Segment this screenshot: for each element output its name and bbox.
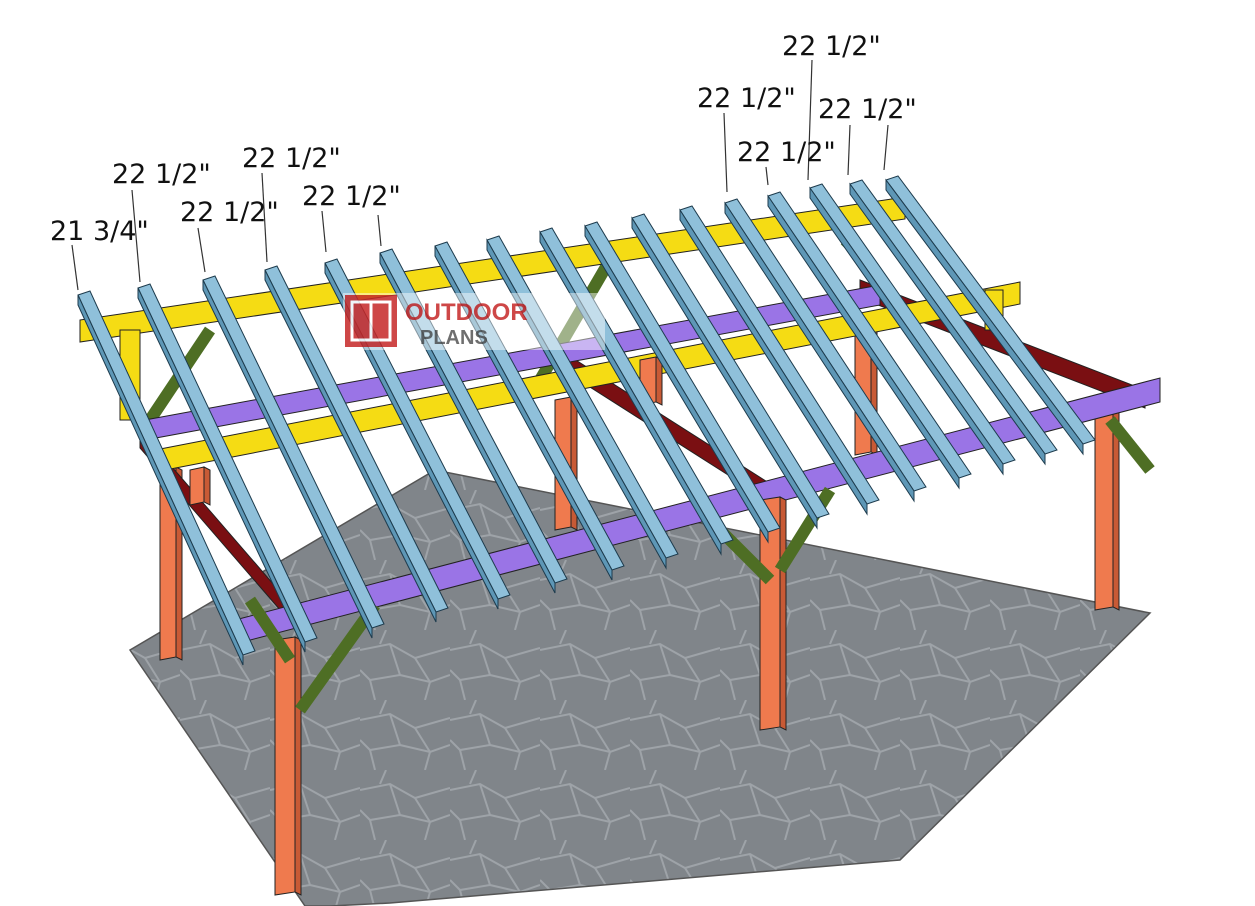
dim-label-3: 22 1/2" (180, 197, 279, 228)
logo-line-1: OUTDOOR (405, 299, 528, 326)
yellow-post-2 (189, 466, 205, 506)
rafter-4 (264, 269, 437, 623)
rafter-3 (202, 279, 373, 639)
leader-line-6 (377, 214, 382, 247)
logo-line-2: PLANS (420, 327, 488, 349)
rafter-2 (137, 287, 306, 653)
leader-line-10 (847, 124, 851, 176)
post-front-left-side (294, 636, 302, 896)
dim-label-2: 22 1/2" (112, 159, 211, 190)
rafters (77, 175, 1096, 666)
dim-label-8: 22 1/2" (782, 31, 881, 62)
leader-line-9 (807, 59, 813, 181)
dim-label-6: 22 1/2" (697, 83, 796, 114)
brace-front-left-2 (245, 596, 295, 664)
rafter-9 (539, 230, 722, 556)
dimension-leaders (71, 59, 889, 291)
dim-label-9: 22 1/2" (818, 94, 917, 125)
brace-front-left (295, 601, 380, 714)
rafter-5 (324, 262, 499, 610)
brace-right (1105, 416, 1155, 474)
rafter-11 (631, 216, 818, 530)
leader-line-1 (71, 244, 79, 291)
leader-line-4 (261, 172, 268, 263)
rafter-7 (434, 245, 613, 581)
leader-line-7 (723, 112, 728, 193)
rafter-17 (885, 178, 1084, 456)
rafter-12 (679, 208, 868, 516)
leader-line-3 (197, 227, 206, 273)
rafter-10 (584, 224, 769, 544)
rafter-8 (486, 238, 667, 570)
dim-label-5: 22 1/2" (302, 181, 401, 212)
ground-slab (128, 469, 1152, 906)
post-front-right-side (779, 496, 787, 731)
outdoor-plans-logo-icon: OUTDOOR PLANS (343, 293, 605, 350)
dim-label-1: 21 3/4" (50, 216, 149, 247)
rafter-14 (767, 194, 960, 490)
rafter-15 (809, 186, 1004, 476)
rafter-16 (849, 182, 1046, 466)
dim-label-7: 22 1/2" (737, 137, 836, 168)
yellow-post-2-side (203, 466, 211, 506)
rafter-6 (379, 252, 556, 594)
leader-line-2 (131, 189, 141, 283)
leader-line-8 (765, 166, 769, 186)
rafter-1 (77, 294, 244, 666)
leader-line-5 (321, 210, 327, 253)
rafter-13 (724, 201, 915, 503)
dim-label-4: 22 1/2" (242, 143, 341, 174)
post-front-left (274, 636, 296, 896)
leader-line-11 (883, 124, 889, 171)
